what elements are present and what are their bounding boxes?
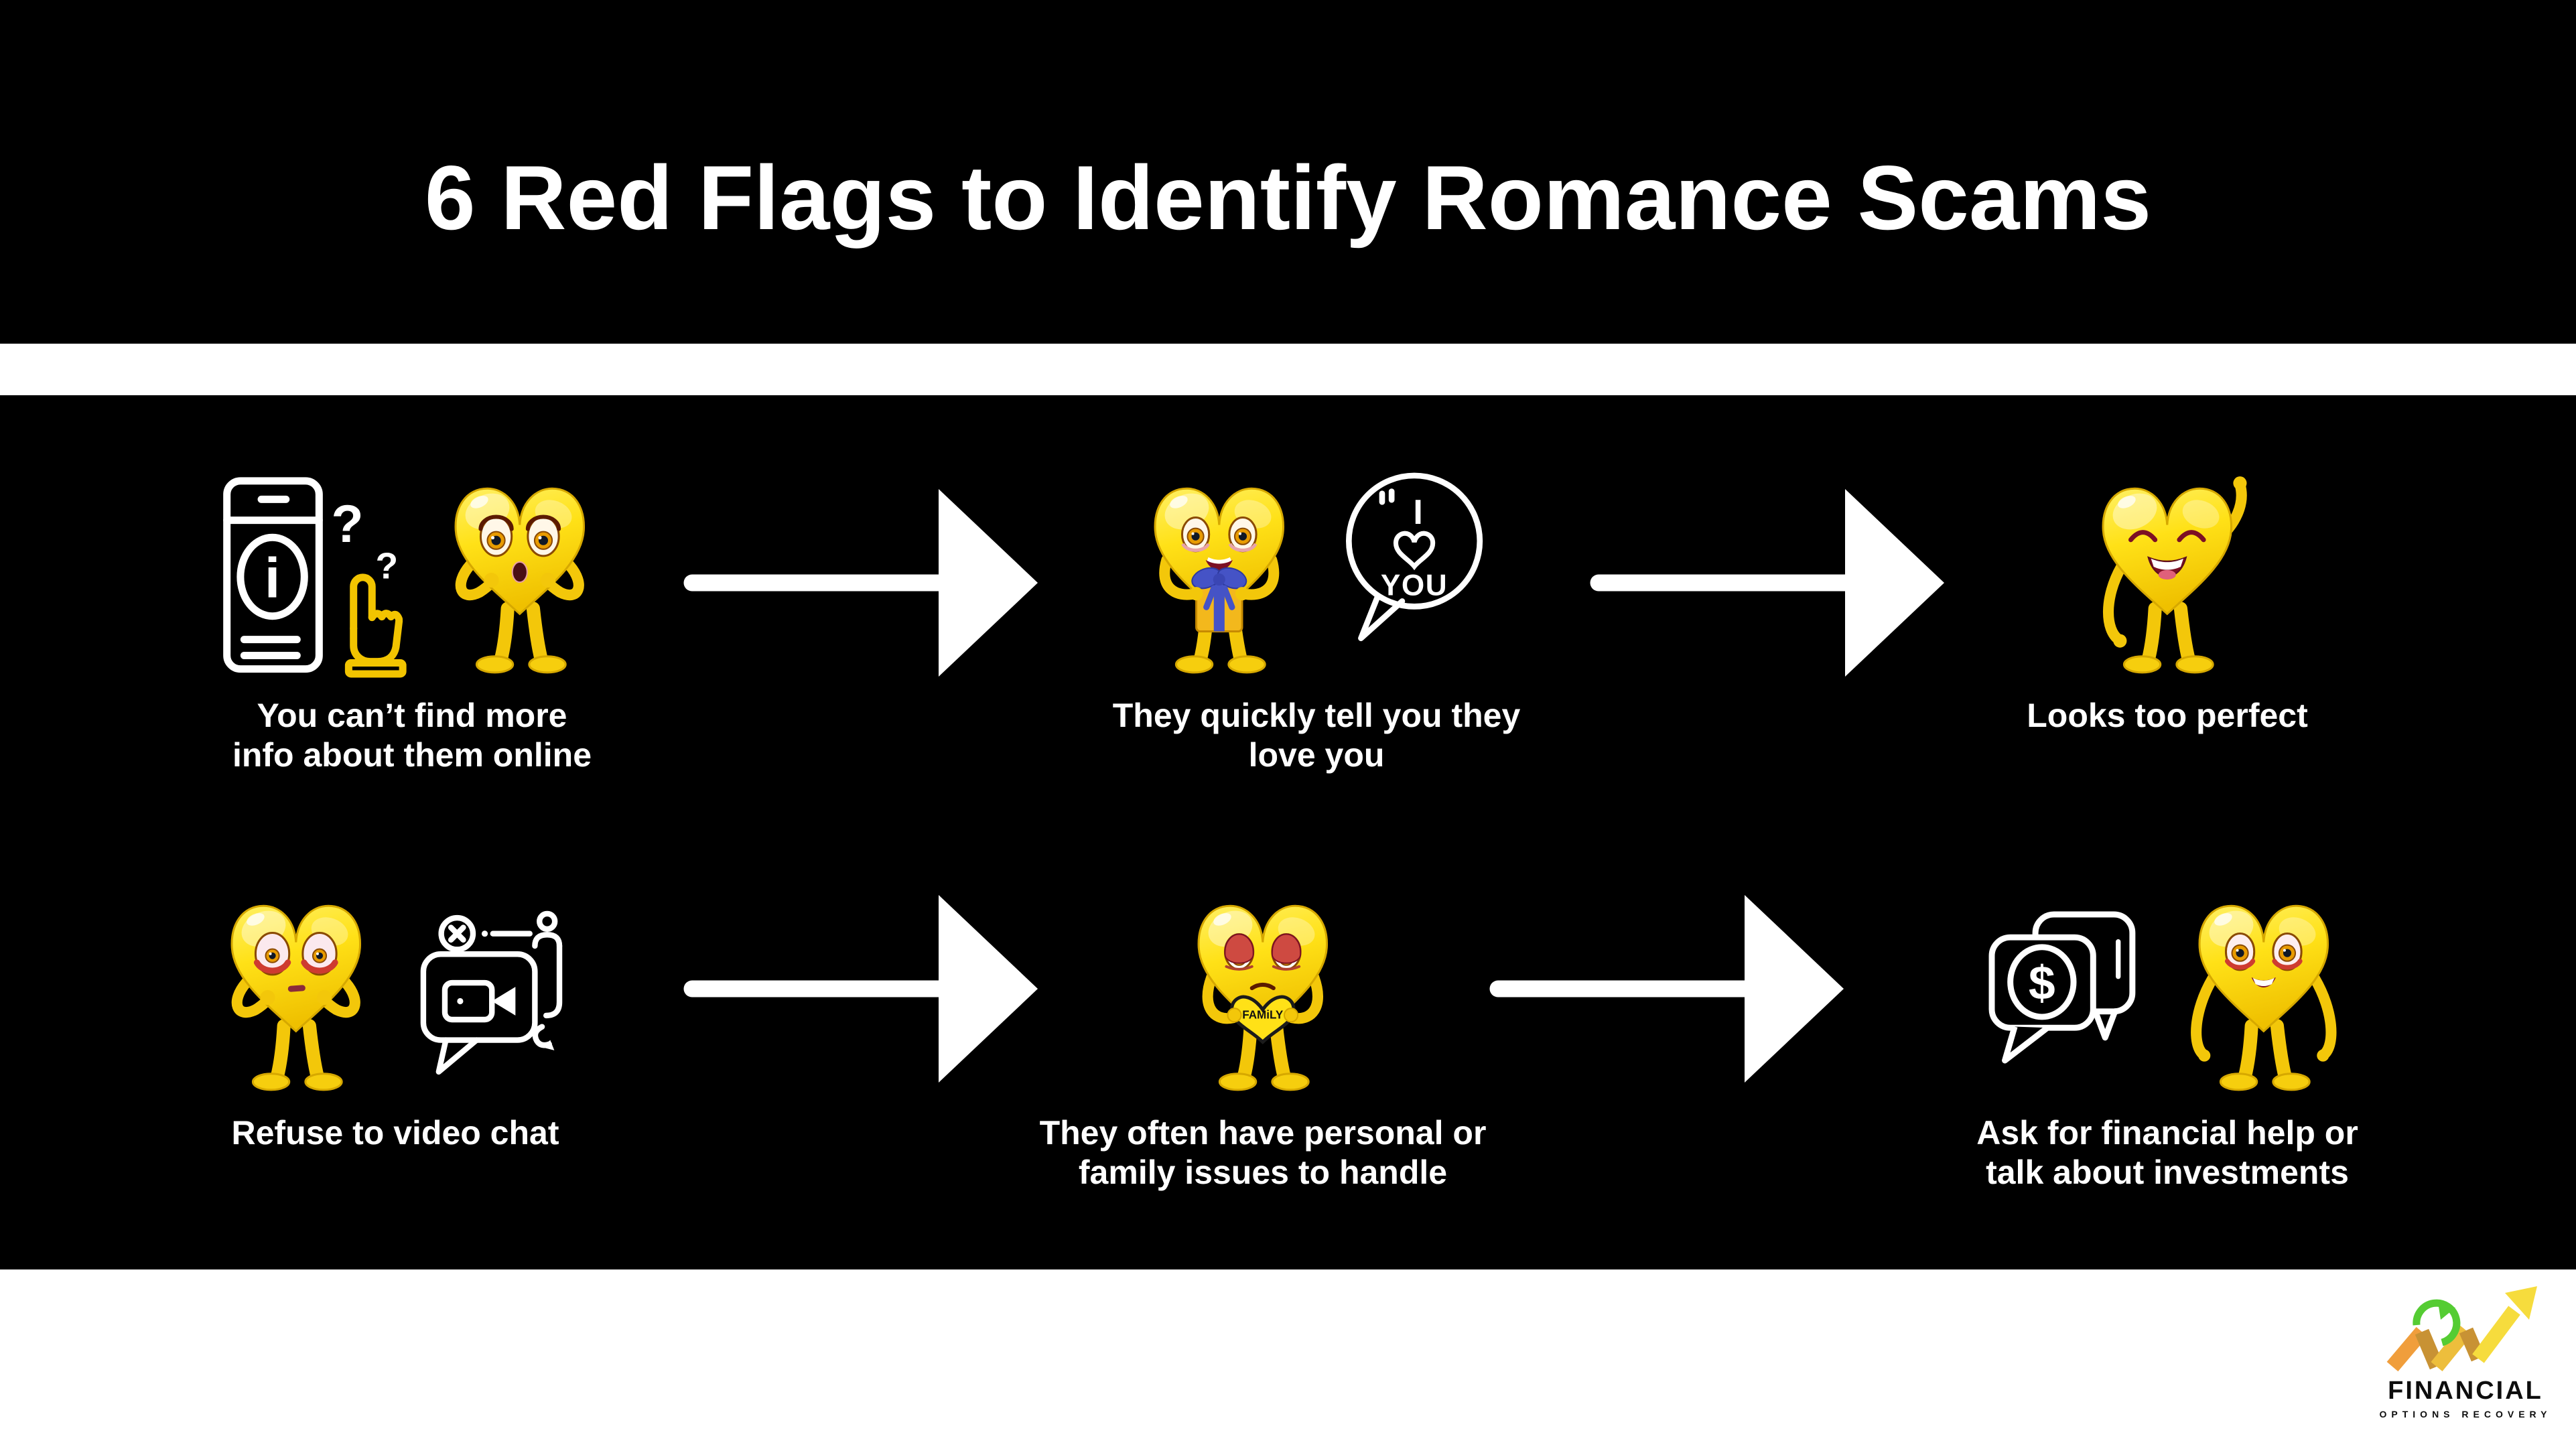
caption-line: They quickly tell you they [1112, 697, 1521, 734]
question-mark-small: ? [375, 545, 398, 586]
logo-tagline: OPTIONS RECOVERY [2379, 1409, 2552, 1420]
arrow-icon [1489, 895, 1844, 1083]
laughing-face [2128, 530, 2206, 580]
tired-face [1224, 933, 1302, 991]
i-love-you-speech-bubble-icon: I YOU [1345, 472, 1483, 642]
caption-line: Refuse to video chat [231, 1114, 559, 1152]
arrow-icon [1590, 489, 1944, 677]
happy-waving-heart-emoji [2102, 476, 2247, 681]
flag-caption: They often have personal or family issue… [1002, 1113, 1524, 1192]
question-mark-large: ? [331, 494, 363, 553]
heart-outline-glyph [1393, 531, 1435, 571]
caption-line: family issues to handle [1078, 1154, 1448, 1191]
family-heart: FAMiLY [1227, 995, 1299, 1045]
sad-heart-emoji-family: FAMiLY [1197, 903, 1329, 1099]
caption-line: You can’t find more [257, 697, 567, 734]
company-logo: FINANCIAL OPTIONS RECOVERY [2358, 1278, 2573, 1420]
caption-line: info about them online [232, 736, 592, 774]
logo-growth-arrow-icon [2386, 1286, 2537, 1372]
flag-caption: Ask for financial help or talk about inv… [1903, 1113, 2432, 1192]
flag-caption: You can’t find more info about them onli… [154, 696, 670, 775]
arrow-icon [683, 895, 1038, 1083]
caption-line: talk about investments [1986, 1154, 2349, 1191]
shocked-face [478, 514, 561, 583]
flag-card-too-perfect: Looks too perfect [1909, 459, 2425, 736]
flag-caption: Looks too perfect [1909, 696, 2425, 736]
wide-eyed-heart-emoji [2191, 903, 2337, 1099]
page-title: 6 Red Flags to Identify Romance Scams [424, 147, 2152, 249]
info-glyph: i [265, 547, 280, 610]
pointing-hand-icon [344, 573, 407, 678]
flag-card-family-issues: FAMiLY They often have personal or famil… [1002, 876, 1524, 1192]
dollar-glyph: $ [2029, 956, 2055, 1010]
money-chat-icon: $ [1988, 911, 2136, 1064]
divider-band [0, 344, 2576, 395]
caption-line: Ask for financial help or [1976, 1114, 2358, 1152]
logo-name: FINANCIAL [2388, 1377, 2543, 1405]
caption-line: Looks too perfect [2027, 697, 2308, 734]
bubble-word-you: YOU [1381, 569, 1448, 602]
eager-face [2225, 933, 2303, 987]
in-love-face [1181, 516, 1258, 570]
family-label: FAMiLY [1242, 1009, 1284, 1022]
footer-band [0, 1269, 2576, 1447]
gift-box [1189, 567, 1249, 633]
bloodshot-eyes-face [254, 932, 339, 992]
caption-line: They often have personal or [1039, 1114, 1487, 1152]
flag-card-no-video-chat: Refuse to video chat [137, 876, 653, 1153]
flag-caption: Refuse to video chat [137, 1113, 653, 1153]
arrow-icon [683, 489, 1038, 677]
bubble-word-i: I [1413, 493, 1422, 532]
heart-emoji-with-gift [1154, 486, 1285, 681]
caption-line: love you [1248, 736, 1385, 774]
scared-heart-emoji [230, 903, 362, 1099]
flag-caption: They quickly tell you they love you [1052, 696, 1581, 775]
flag-card-quick-love: I YOU They quickly tell you they love yo… [1052, 459, 1581, 775]
phone-info-search-icon: i ? ? [222, 477, 407, 678]
shocked-heart-emoji [454, 486, 585, 681]
flag-card-financial-help: $ [1903, 876, 2432, 1192]
flag-card-no-online-info: i ? ? [154, 459, 670, 775]
video-chat-blocked-icon [420, 910, 563, 1075]
